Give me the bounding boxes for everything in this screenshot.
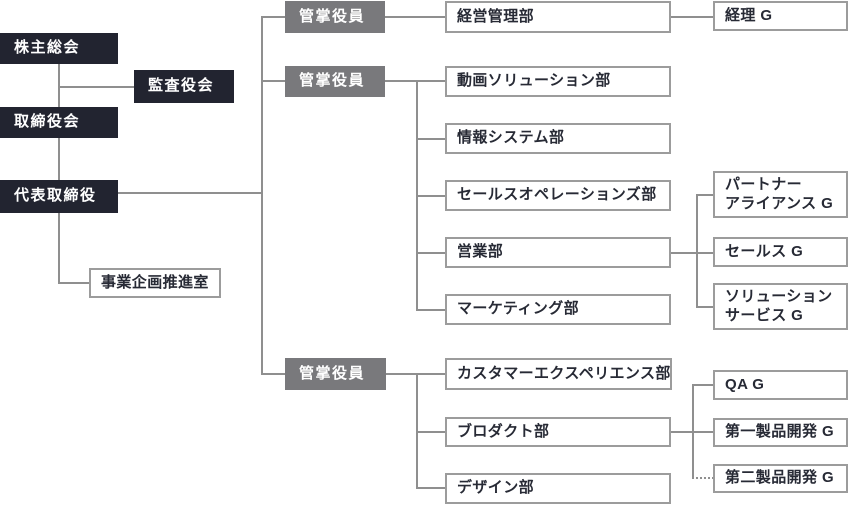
- node-label: 営業部: [457, 243, 504, 261]
- node-board-of-directors: 取締役会: [0, 107, 118, 138]
- connector-infosys-stub: [416, 138, 447, 140]
- node-label: セールスオペレーションズ部: [457, 186, 657, 204]
- connector-design-stub: [416, 487, 447, 489]
- node-dept-customer-experience: カスタマーエクスペリエンス部: [445, 358, 672, 390]
- node-audit-board: 監査役会: [134, 70, 234, 103]
- node-supervising-officer-3: 管掌役員: [285, 358, 386, 390]
- node-group-product-dev-2: 第二製品開発 G: [713, 464, 848, 493]
- node-label: ブロダクト部: [457, 422, 550, 440]
- node-label: 監査役会: [148, 77, 215, 95]
- node-label: ソリューション サービス G: [725, 287, 833, 324]
- connector-partner-stub: [696, 194, 715, 196]
- connector-trunk-vertical: [261, 16, 263, 375]
- connector-salesops-stub: [416, 195, 447, 197]
- node-group-qa: QA G: [713, 370, 848, 400]
- node-group-sales: セールス G: [713, 237, 848, 267]
- node-label: 管掌役員: [299, 72, 366, 90]
- connector-officer2-stub: [261, 80, 287, 82]
- node-label: 代表取締役: [14, 187, 97, 205]
- node-label: 経営管理部: [457, 7, 535, 25]
- connector-governance-vertical: [58, 64, 60, 284]
- connector-officer3-stub: [261, 373, 287, 375]
- node-business-planning-office: 事業企画推進室: [89, 268, 221, 298]
- node-label: デザイン部: [457, 479, 535, 497]
- connector-audit-board: [58, 86, 136, 88]
- connector-product-groups-vertical: [692, 384, 694, 479]
- connector-qa-stub: [692, 384, 715, 386]
- node-dept-design: デザイン部: [445, 473, 671, 504]
- node-label: 取締役会: [14, 113, 81, 131]
- connector-officer1-stub: [261, 16, 287, 18]
- node-group-partner-alliance: パートナー アライアンス G: [713, 171, 848, 218]
- node-group-solution-service: ソリューション サービス G: [713, 283, 848, 330]
- node-shareholders-meeting: 株主総会: [0, 33, 118, 64]
- node-label: 第一製品開発 G: [725, 423, 835, 441]
- node-label: QA G: [725, 375, 765, 393]
- node-representative-director: 代表取締役: [0, 180, 118, 213]
- connector-product-stub: [416, 431, 447, 433]
- node-label: 第二製品開発 G: [725, 469, 835, 487]
- node-label: 経理 G: [725, 6, 773, 24]
- node-dept-sales: 営業部: [445, 237, 671, 268]
- connector-mgmt-accounting: [671, 16, 715, 18]
- node-group-product-dev-1: 第一製品開発 G: [713, 418, 848, 447]
- node-label: 事業企画推進室: [101, 273, 209, 291]
- node-label: 管掌役員: [299, 7, 366, 25]
- node-label: マーケティング部: [457, 300, 580, 318]
- node-supervising-officer-1: 管掌役員: [285, 1, 385, 33]
- node-label: 動画ソリューション部: [457, 72, 611, 90]
- connector-representative-trunk: [118, 192, 263, 194]
- node-label: 株主総会: [14, 39, 81, 57]
- connector-solution-stub: [696, 306, 715, 308]
- node-group-accounting: 経理 G: [713, 1, 848, 31]
- node-supervising-officer-2: 管掌役員: [285, 66, 385, 97]
- node-dept-corporate-management: 経営管理部: [445, 1, 671, 33]
- connector-officer1-dept: [385, 16, 447, 18]
- node-label: カスタマーエクスペリエンス部: [457, 364, 671, 382]
- node-dept-sales-operations: セールスオペレーションズ部: [445, 180, 671, 211]
- connector-product-dev2-dotted-stub: [692, 477, 714, 479]
- node-label: パートナー アライアンス G: [725, 175, 834, 212]
- connector-sales-groups-vertical: [696, 194, 698, 308]
- connector-marketing-stub: [416, 309, 447, 311]
- node-label: セールス G: [725, 242, 804, 260]
- connector-business-planning-office: [58, 282, 91, 284]
- node-dept-video-solution: 動画ソリューション部: [445, 66, 671, 97]
- connector-sales-stub: [416, 252, 447, 254]
- node-dept-product: ブロダクト部: [445, 417, 671, 447]
- node-label: 管掌役員: [299, 364, 366, 382]
- node-dept-information-systems: 情報システム部: [445, 123, 671, 154]
- node-dept-marketing: マーケティング部: [445, 294, 671, 325]
- node-label: 情報システム部: [457, 129, 565, 147]
- connector-sales-groups: [671, 252, 715, 254]
